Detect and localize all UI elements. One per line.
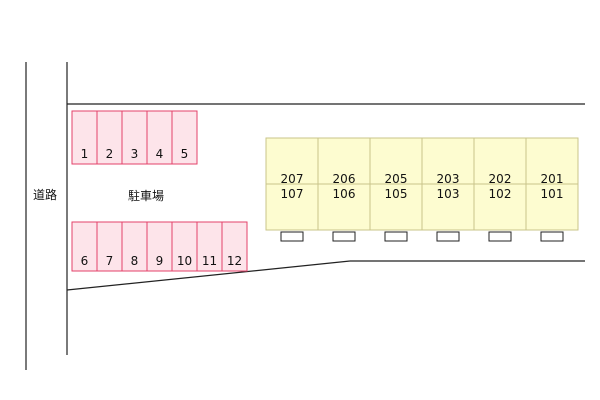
parking-space: 7	[96, 221, 123, 272]
parking-space-number: 8	[131, 254, 139, 268]
parking-space: 5	[171, 110, 198, 165]
parking-space-number: 6	[81, 254, 89, 268]
parking-space-number: 4	[156, 147, 164, 161]
parking-space-box	[96, 221, 123, 272]
parking-space: 2	[96, 110, 123, 165]
parking-space-box	[121, 110, 148, 165]
parking-space-box	[146, 221, 173, 272]
parking-space-number: 9	[156, 254, 164, 268]
parking-space-number: 2	[106, 147, 114, 161]
parking-space-number: 7	[106, 254, 114, 268]
parking-space: 3	[121, 110, 148, 165]
parking-space-box	[171, 110, 198, 165]
unit-number-upper: 202	[489, 172, 512, 186]
unit-number-upper: 201	[541, 172, 564, 186]
parking-space: 4	[146, 110, 173, 165]
unit-number-lower: 103	[437, 187, 460, 201]
parking-space: 8	[121, 221, 148, 272]
road-lines	[25, 62, 585, 370]
parking-space-number: 3	[131, 147, 139, 161]
balcony	[488, 231, 512, 242]
unit-number-lower: 105	[385, 187, 408, 201]
lot-bottom-boundary-slant	[66, 260, 351, 291]
parking-space-number: 10	[177, 254, 192, 268]
balconies	[280, 231, 564, 242]
unit-number-lower: 107	[281, 187, 304, 201]
parking-space-number: 11	[202, 254, 217, 268]
balcony	[280, 231, 304, 242]
parking-space: 9	[146, 221, 173, 272]
unit-number-lower: 101	[541, 187, 564, 201]
unit-number-lower: 102	[489, 187, 512, 201]
parking-space-number: 12	[227, 254, 242, 268]
balcony	[436, 231, 460, 242]
parking-space-box	[221, 221, 248, 272]
parking-space: 1	[71, 110, 98, 165]
parking-label: 駐車場	[128, 189, 165, 203]
road-label: 道路	[33, 188, 58, 202]
unit-number-upper: 205	[385, 172, 408, 186]
unit-number-lower: 106	[333, 187, 356, 201]
unit-number-upper: 207	[281, 172, 304, 186]
parking-space: 12	[221, 221, 248, 272]
parking-space: 10	[171, 221, 198, 272]
parking-row-top: 1 2 3 4 5	[71, 110, 198, 165]
balcony	[332, 231, 356, 242]
parking-space: 11	[196, 221, 223, 272]
balcony	[384, 231, 408, 242]
balcony	[540, 231, 564, 242]
unit-number-upper: 203	[437, 172, 460, 186]
parking-space: 6	[71, 221, 98, 272]
parking-space-number: 5	[181, 147, 189, 161]
unit-number-upper: 206	[333, 172, 356, 186]
parking-space-number: 1	[81, 147, 89, 161]
parking-space-box	[196, 221, 223, 272]
parking-row-bottom: 6 7 8 9 10 11 12	[71, 221, 248, 272]
